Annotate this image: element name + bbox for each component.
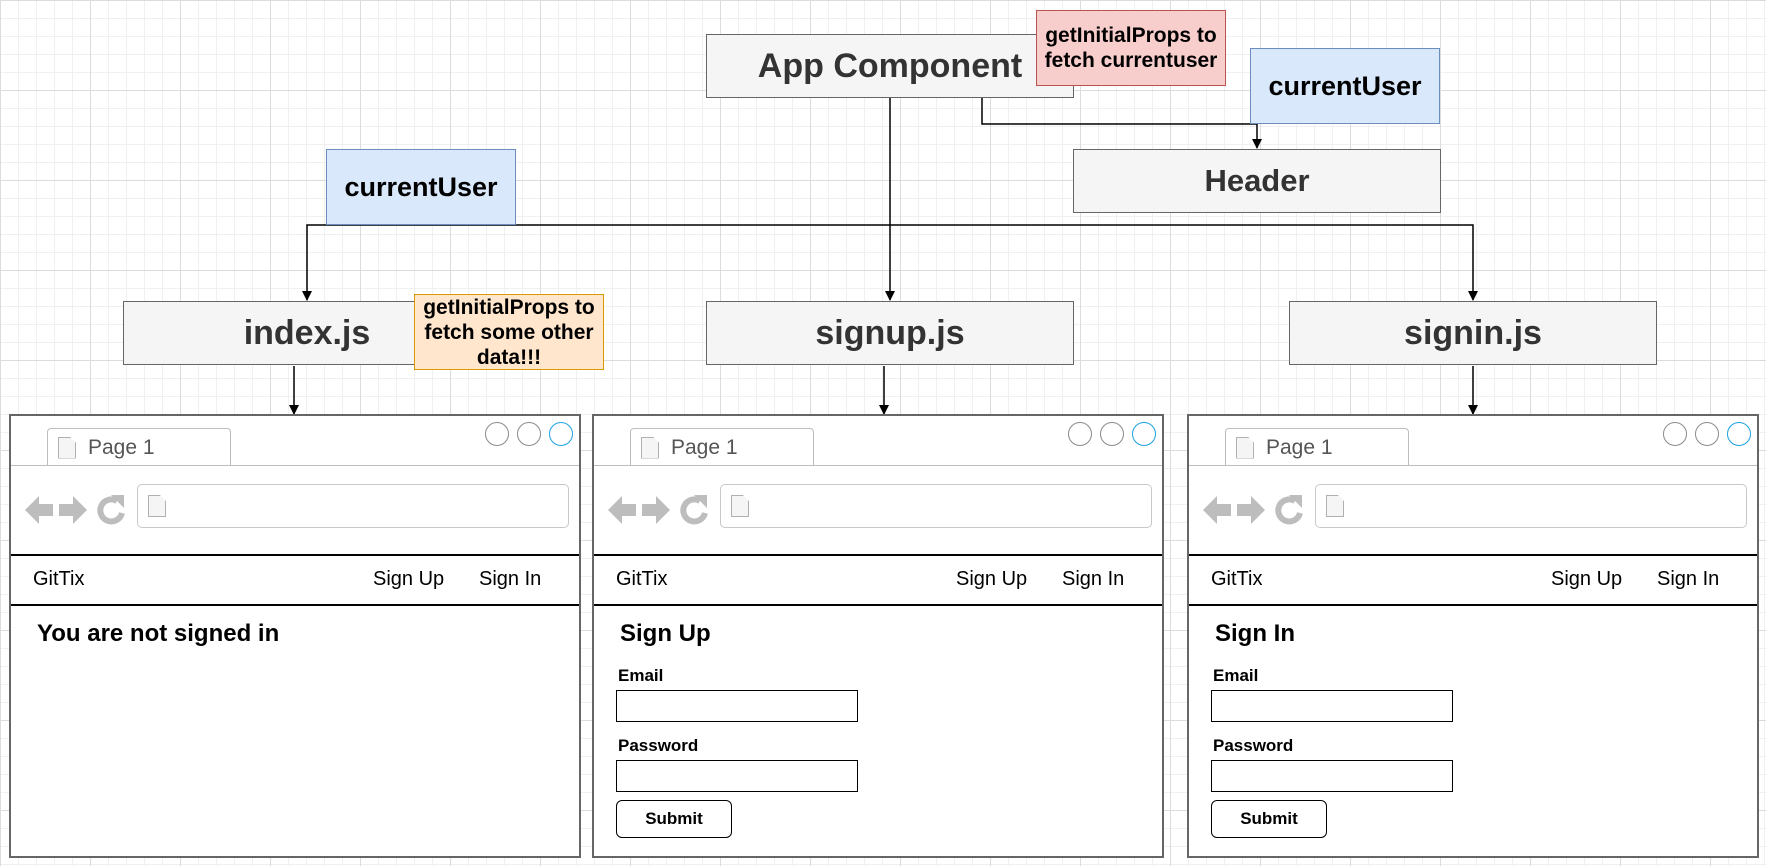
nav-sign-up-link[interactable]: Sign Up	[956, 568, 1028, 590]
password-field[interactable]	[1211, 760, 1453, 792]
back-arrow-icon[interactable]	[25, 496, 53, 524]
window-circle-icon[interactable]	[485, 422, 509, 446]
window-circle-icon[interactable]	[1695, 422, 1719, 446]
window-circle-icon[interactable]	[1727, 422, 1751, 446]
window-circle-icon[interactable]	[1663, 422, 1687, 446]
page-icon	[1326, 495, 1344, 517]
back-arrow-icon[interactable]	[1203, 496, 1231, 524]
index-fetch-note-text: getInitialProps to fetch some other data…	[423, 295, 595, 369]
window-circle-icon[interactable]	[1100, 422, 1124, 446]
tab-label: Page 1	[1266, 435, 1333, 459]
index-file-label: index.js	[243, 313, 371, 352]
browser-tab[interactable]: Page 1	[47, 428, 231, 466]
signin-file-label: signin.js	[1404, 313, 1542, 352]
site-navbar: GitTix Sign Up Sign In	[1189, 554, 1757, 606]
header-prop-label: currentUser	[1268, 70, 1422, 101]
nav-sign-in-link[interactable]: Sign In	[1657, 568, 1720, 590]
forward-arrow-icon[interactable]	[642, 496, 670, 524]
browser-window-index: Page 1 GitTix Sign Up Sign In You are no…	[9, 414, 581, 858]
app-fetch-note-text: getInitialProps to fetch currentuser	[1044, 24, 1218, 72]
nav-sign-in-link[interactable]: Sign In	[479, 568, 542, 590]
forward-arrow-icon[interactable]	[59, 496, 87, 524]
tab-strip-rule	[1189, 465, 1757, 466]
submit-button[interactable]: Submit	[1211, 800, 1327, 838]
signup-file-box: signup.js	[706, 301, 1074, 365]
brand-link[interactable]: GitTix	[616, 568, 668, 590]
email-label: Email	[1213, 666, 1259, 685]
page-icon	[148, 495, 166, 517]
signin-file-box: signin.js	[1289, 301, 1657, 365]
nav-sign-up-link[interactable]: Sign Up	[373, 568, 445, 590]
site-navbar: GitTix Sign Up Sign In	[594, 554, 1162, 606]
tab-strip-rule	[11, 465, 579, 466]
back-arrow-icon[interactable]	[608, 496, 636, 524]
edge-app-to-index	[302, 224, 890, 301]
tab-label: Page 1	[88, 435, 155, 459]
browser-tab[interactable]: Page 1	[1225, 428, 1409, 466]
forward-arrow-icon[interactable]	[1237, 496, 1265, 524]
tab-label: Page 1	[671, 435, 738, 459]
window-circle-icon[interactable]	[517, 422, 541, 446]
browser-window-signin: Page 1 GitTix Sign Up Sign In Sign In Em…	[1187, 414, 1759, 858]
page-heading: Sign Up	[620, 620, 711, 647]
signup-file-label: signup.js	[815, 313, 965, 352]
password-field[interactable]	[616, 760, 858, 792]
header-prop-box: currentUser	[1250, 48, 1440, 124]
edge-app-to-signin	[890, 224, 1478, 301]
window-circle-icon[interactable]	[1068, 422, 1092, 446]
page-content: Sign Up Email Password Submit	[594, 606, 1162, 856]
brand-link[interactable]: GitTix	[1211, 568, 1263, 590]
browser-nav-icons	[1203, 495, 1303, 525]
reload-icon[interactable]	[1275, 495, 1303, 525]
nav-sign-up-link[interactable]: Sign Up	[1551, 568, 1623, 590]
page-heading: You are not signed in	[37, 620, 280, 647]
index-prop-label: currentUser	[344, 171, 498, 202]
reload-icon[interactable]	[680, 495, 708, 525]
app-component-label: App Component	[757, 46, 1023, 85]
page-icon	[731, 495, 749, 517]
site-navbar: GitTix Sign Up Sign In	[11, 554, 579, 606]
page-content: You are not signed in	[11, 606, 579, 856]
nav-sign-in-link[interactable]: Sign In	[1062, 568, 1125, 590]
password-label: Password	[618, 736, 699, 755]
page-icon	[641, 436, 659, 459]
edge-app-to-header	[981, 98, 1262, 149]
window-circle-icon[interactable]	[549, 422, 573, 446]
password-label: Password	[1213, 736, 1294, 755]
address-bar[interactable]	[720, 484, 1152, 528]
app-component-box: App Component	[706, 34, 1074, 98]
email-field[interactable]	[1211, 690, 1453, 722]
index-prop-box: currentUser	[326, 149, 516, 225]
browser-nav-icons	[25, 495, 125, 525]
header-component-label: Header	[1204, 163, 1310, 198]
email-field[interactable]	[616, 690, 858, 722]
app-fetch-note: getInitialProps to fetch currentuser	[1036, 10, 1226, 86]
page-icon	[1236, 436, 1254, 459]
header-component-box: Header	[1073, 149, 1441, 213]
browser-nav-icons	[608, 495, 708, 525]
address-bar[interactable]	[137, 484, 569, 528]
browser-window-signup: Page 1 GitTix Sign Up Sign In Sign Up Em…	[592, 414, 1164, 858]
page-heading: Sign In	[1215, 620, 1295, 647]
address-bar[interactable]	[1315, 484, 1747, 528]
submit-button[interactable]: Submit	[616, 800, 732, 838]
index-fetch-note: getInitialProps to fetch some other data…	[414, 294, 604, 370]
window-circle-icon[interactable]	[1132, 422, 1156, 446]
brand-link[interactable]: GitTix	[33, 568, 85, 590]
page-content: Sign In Email Password Submit	[1189, 606, 1757, 856]
browser-tab[interactable]: Page 1	[630, 428, 814, 466]
page-icon	[58, 436, 76, 459]
reload-icon[interactable]	[97, 495, 125, 525]
tab-strip-rule	[594, 465, 1162, 466]
email-label: Email	[618, 666, 664, 685]
